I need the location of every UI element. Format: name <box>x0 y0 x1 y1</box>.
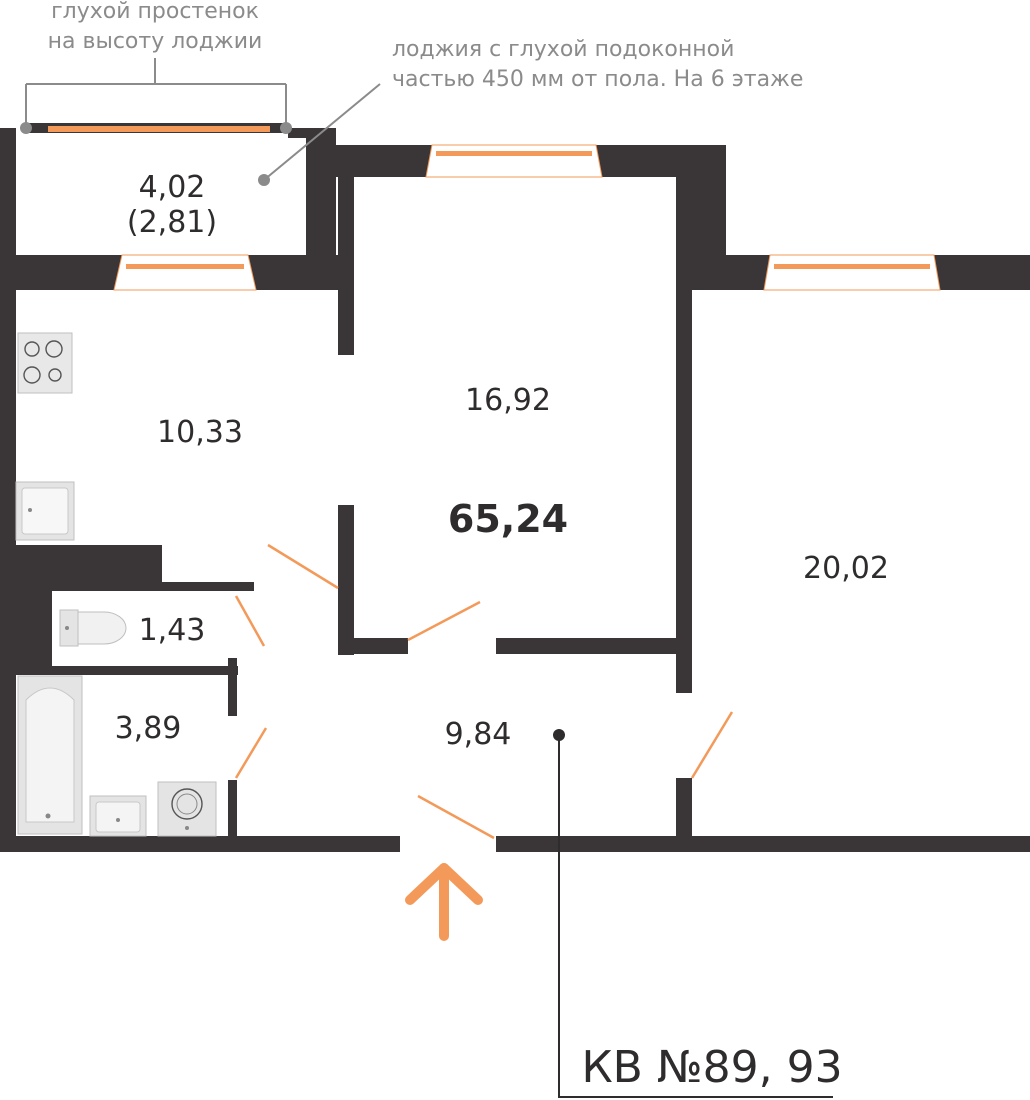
apartment-leader-line <box>558 735 833 1098</box>
door-bathroom <box>234 727 268 779</box>
wall-living-bedroom <box>676 260 692 693</box>
room-loggia-area-reduced: (2,81) <box>127 205 217 240</box>
door-living <box>407 600 481 642</box>
window-kitchen <box>113 254 257 291</box>
door-kitchen <box>267 543 339 590</box>
washbasin-icon <box>89 795 147 837</box>
note-wall-line2: на высоту лоджии <box>48 29 263 54</box>
note-wall-line1: глухой простенок <box>51 0 259 24</box>
wall-kitchen-top-right <box>248 255 338 290</box>
door-entrance <box>417 794 495 840</box>
wall-bedroom-lower <box>676 778 692 851</box>
room-living-area: 16,92 <box>465 383 551 418</box>
kitchen-sink-icon <box>15 481 75 541</box>
callout-wall-dot-right <box>280 122 292 134</box>
room-bathroom-area: 3,89 <box>115 711 182 746</box>
wall-bedroom-top-left <box>726 255 770 290</box>
wall-living-top-left <box>336 145 432 177</box>
wall-bottom-left <box>0 836 400 852</box>
wall-bath-upper <box>228 658 237 716</box>
windows <box>26 123 941 291</box>
wall-kitchen-living-lower <box>338 505 354 655</box>
callout-loggia-line <box>263 83 381 181</box>
washing-machine-icon <box>157 781 217 837</box>
callout-loggia-dot <box>258 174 270 186</box>
total-area: 65,24 <box>448 497 568 541</box>
door-toilet <box>234 595 266 647</box>
apartment-number: КВ №89, 93 <box>581 1042 842 1093</box>
walls <box>0 128 1030 852</box>
bathtub-icon <box>17 675 83 835</box>
wall-kitchen-living-upper <box>338 145 354 355</box>
wall-outer-left <box>0 255 16 851</box>
entrance-arrow-icon <box>405 863 483 941</box>
note-loggia-line1: лоджия с глухой подоконной <box>392 37 734 62</box>
wall-kitchen-top-left <box>0 255 122 290</box>
wall-toilet-shaft <box>16 590 52 668</box>
note-loggia-line2: частью 450 мм от пола. На 6 этаже <box>392 67 803 92</box>
wall-loggia-top-right <box>288 128 336 138</box>
kitchen-counter-block <box>16 545 162 583</box>
wall-loggia-left <box>0 128 16 280</box>
wall-living-bottom-left <box>338 638 408 654</box>
room-kitchen-area: 10,33 <box>157 415 243 450</box>
room-toilet-area: 1,43 <box>139 613 206 648</box>
wall-toilet-top <box>16 582 254 591</box>
door-bedroom <box>690 711 734 779</box>
room-bedroom-area: 20,02 <box>803 551 889 586</box>
callout-wall-dot-left <box>20 122 32 134</box>
callout-wall <box>25 58 287 128</box>
doors <box>234 543 734 840</box>
room-hallway-area: 9,84 <box>445 717 512 752</box>
wall-bedroom-top-right <box>934 255 1030 290</box>
window-living <box>425 144 603 178</box>
room-loggia-area: 4,02 <box>139 170 206 205</box>
stove-icon <box>17 332 73 394</box>
wall-toilet-bottom <box>16 666 238 675</box>
wall-living-bottom-right <box>496 638 692 654</box>
wall-bath-lower <box>228 780 237 840</box>
toilet-icon <box>59 609 127 647</box>
window-bedroom <box>763 254 941 291</box>
wall-bottom-right <box>496 836 1030 852</box>
